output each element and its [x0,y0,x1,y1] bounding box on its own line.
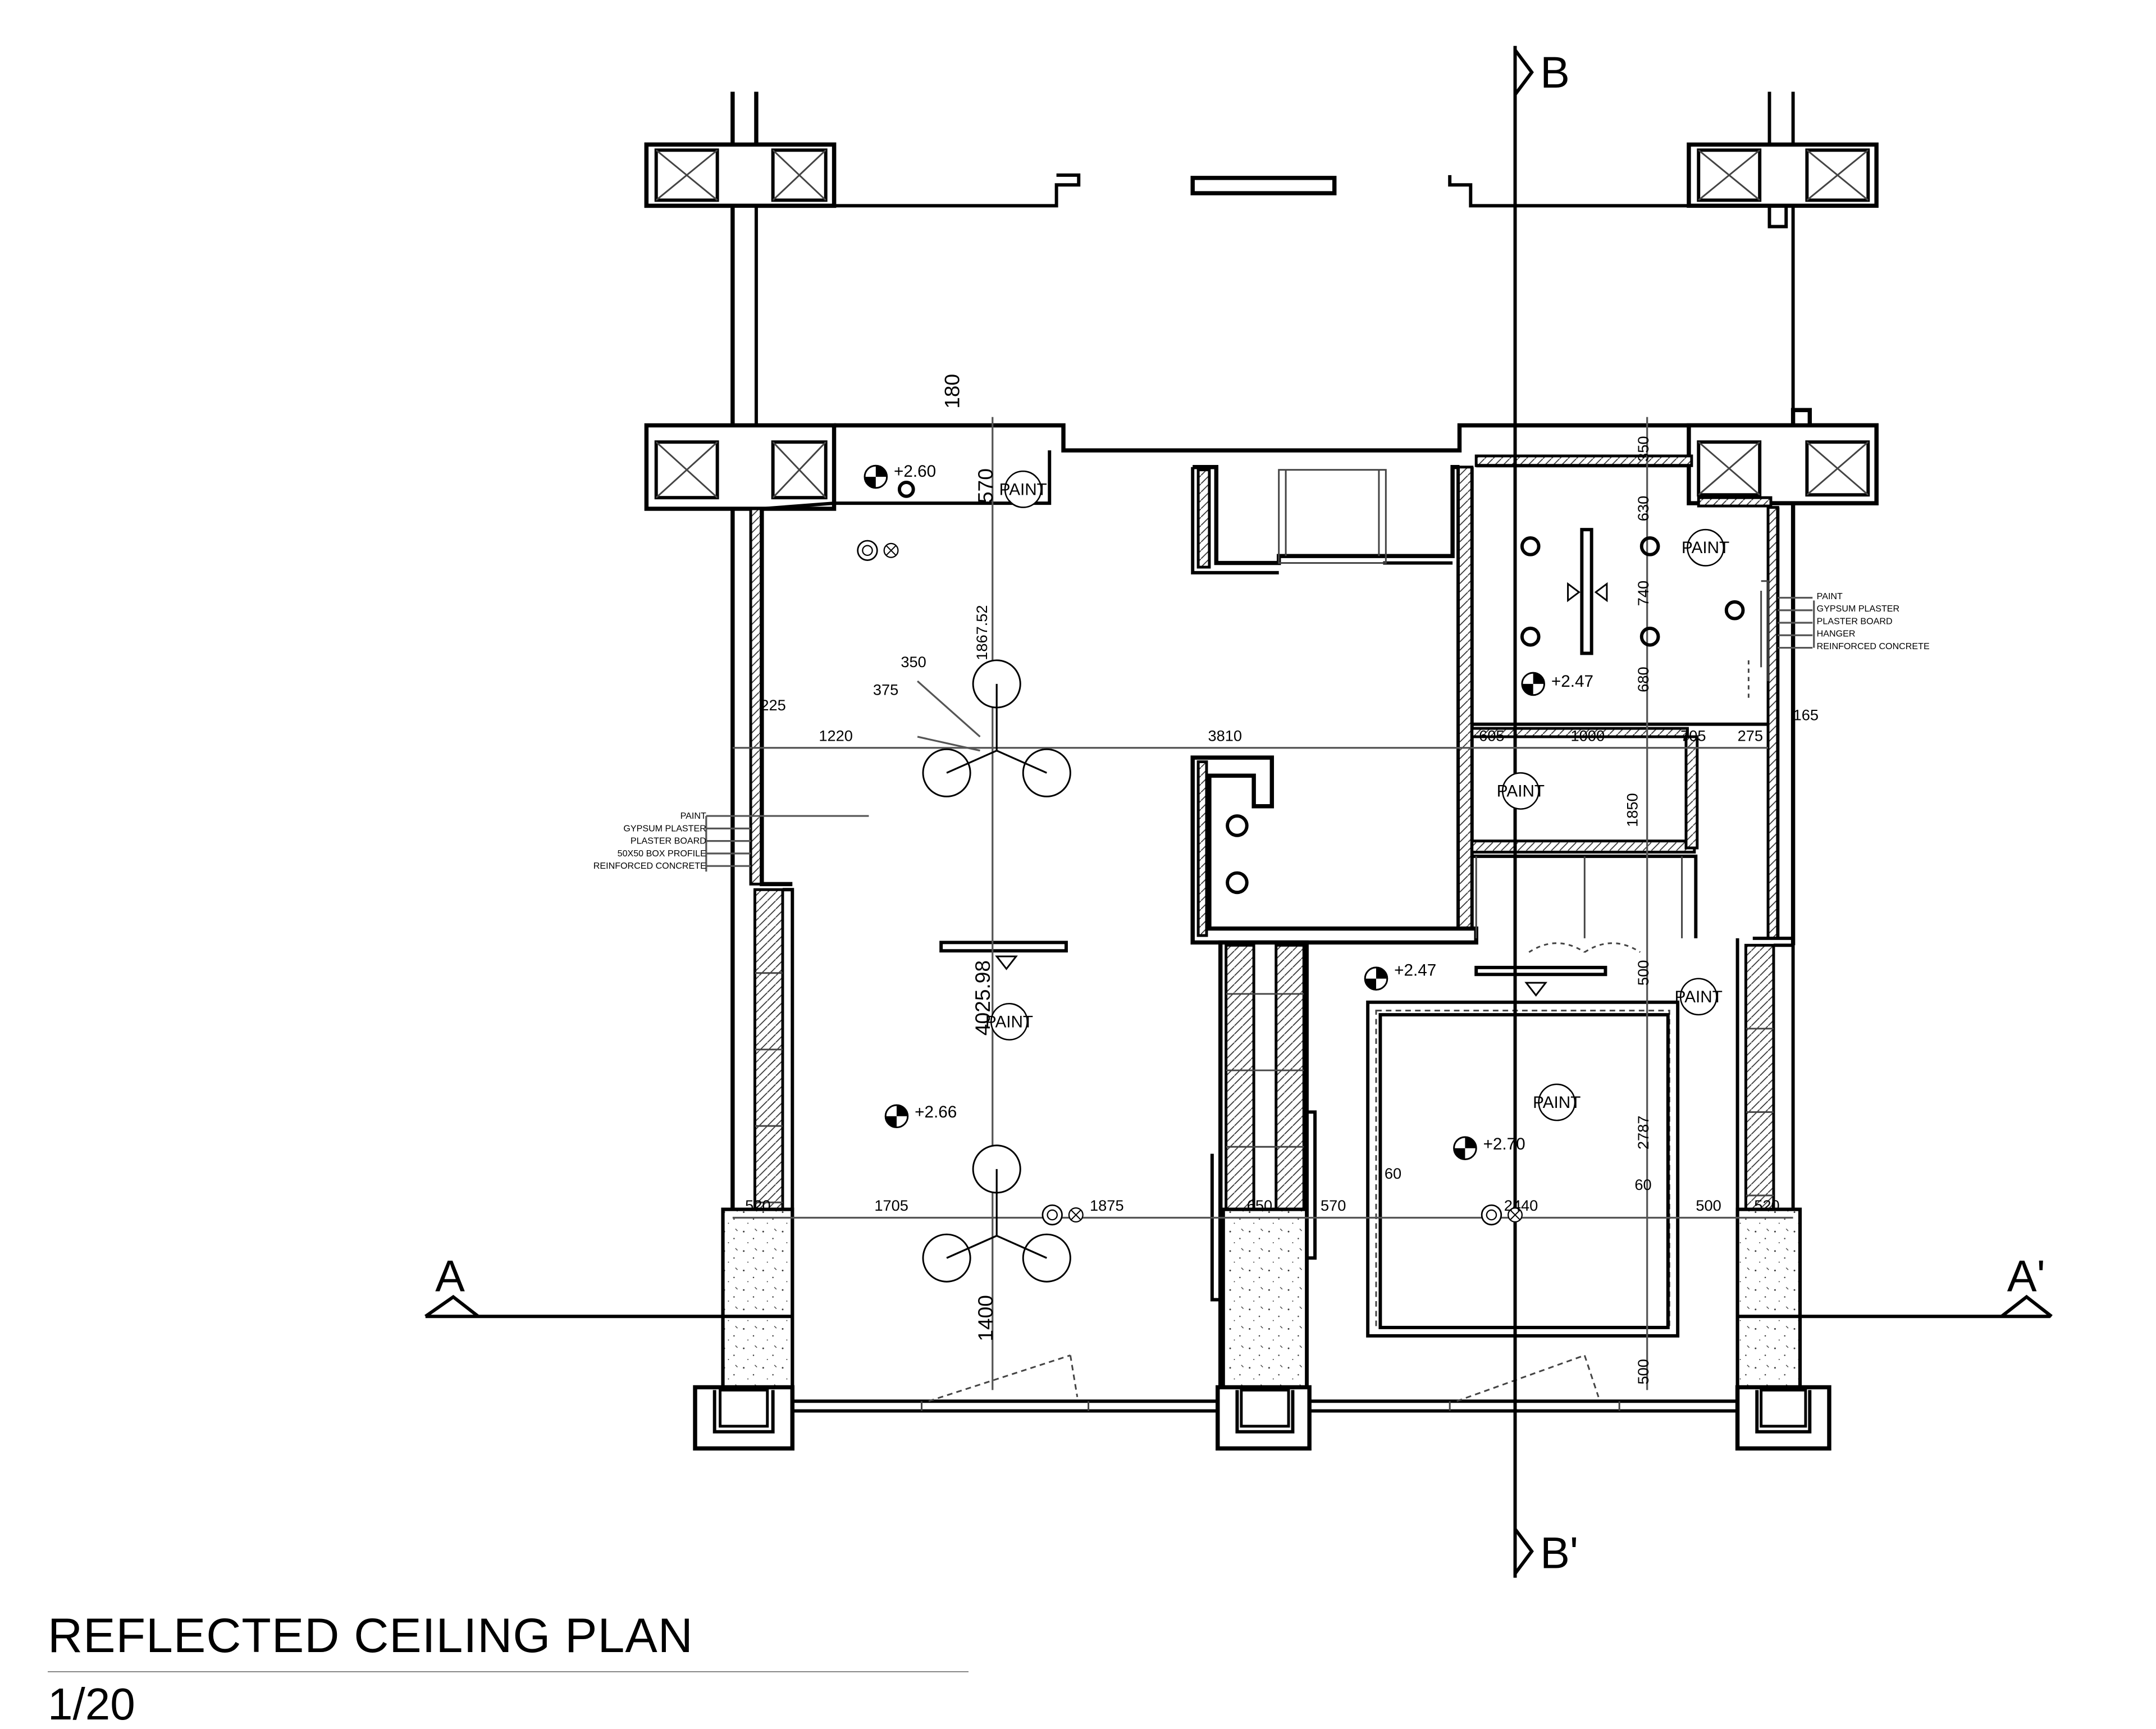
svg-text:630: 630 [1634,496,1652,521]
pendant-light-1 [922,659,1071,798]
paint-symbol-4: PAINT [985,1003,1033,1041]
paint-symbol-3: PAINT [1497,772,1545,810]
svg-text:GYPSUM PLASTER: GYPSUM PLASTER [623,823,706,833]
dimension-labels: 225 1220 3810 350 375 520 1705 1875 650 … [745,653,1819,1214]
level-marker-2: +2.47 [1521,672,1593,696]
svg-text:225: 225 [760,696,785,714]
svg-text:+2.66: +2.66 [915,1103,957,1121]
svg-text:1220: 1220 [819,727,853,744]
svg-text:PLASTER BOARD: PLASTER BOARD [1817,616,1893,626]
svg-text:680: 680 [1634,667,1652,692]
level-marker-5: +2.70 [1453,1135,1525,1160]
svg-text:1705: 1705 [874,1197,908,1214]
svg-text:+2.60: +2.60 [894,462,936,481]
vertical-dimension-labels: 180 570 1867.52 4025.98 1400 350 630 740… [940,374,1652,1385]
svg-text:PAINT: PAINT [999,480,1047,499]
svg-text:570: 570 [1321,1197,1346,1214]
svg-text:PAINT: PAINT [1675,988,1723,1006]
material-legend-left: PAINT GYPSUM PLASTER PLASTER BOARD 50X50… [593,811,706,871]
svg-text:PAINT: PAINT [680,811,706,821]
section-label-a: A [435,1251,465,1301]
svg-text:1400: 1400 [974,1295,997,1342]
svg-text:350: 350 [1634,436,1652,461]
upper-structure [644,92,1879,426]
paint-symbol-1: PAINT [999,470,1047,508]
svg-text:520: 520 [745,1197,770,1214]
svg-text:705: 705 [1680,727,1706,744]
dimension-lines [705,417,1815,1390]
paint-symbol-2: PAINT [1682,528,1729,567]
svg-text:2440: 2440 [1504,1197,1538,1214]
paint-symbol-6: PAINT [1533,1083,1581,1121]
linear-diffuser [1567,528,1608,655]
svg-text:2787: 2787 [1634,1116,1652,1150]
svg-text:570: 570 [974,468,997,503]
svg-text:60: 60 [1634,1176,1651,1193]
main-walls [644,408,1879,1390]
section-label-b-prime: B' [1540,1527,1578,1577]
svg-text:GYPSUM PLASTER: GYPSUM PLASTER [1817,604,1899,614]
bottom-columns [693,1207,1831,1451]
svg-text:500: 500 [1634,1359,1652,1384]
interior-partitions [939,465,1769,1393]
svg-text:PAINT: PAINT [1817,591,1843,601]
svg-text:PAINT: PAINT [1533,1093,1581,1112]
svg-text:500: 500 [1634,960,1652,986]
level-marker-3: +2.47 [1364,961,1436,991]
svg-text:PAINT: PAINT [1497,782,1545,800]
material-legend-right: PAINT GYPSUM PLASTER PLASTER BOARD HANGE… [1817,591,1930,651]
svg-text:1867.52: 1867.52 [973,605,990,660]
svg-text:375: 375 [873,681,898,699]
downlights [897,481,1745,895]
title-underline [48,1671,969,1672]
svg-text:1850: 1850 [1623,793,1641,827]
svg-text:1000: 1000 [1571,727,1605,744]
svg-text:+2.70: +2.70 [1483,1135,1525,1153]
svg-text:275: 275 [1738,727,1763,744]
svg-text:60: 60 [1385,1165,1401,1182]
spotlight-2 [1042,1204,1084,1226]
svg-text:50X50 BOX PROFILE: 50X50 BOX PROFILE [618,848,706,859]
level-marker-4: +2.66 [884,1103,957,1129]
svg-text:+2.47: +2.47 [1551,672,1593,691]
svg-text:+2.47: +2.47 [1394,961,1436,980]
svg-text:165: 165 [1793,706,1819,723]
section-label-b: B [1540,47,1570,97]
drawing-title: REFLECTED CEILING PLAN [48,1609,693,1663]
svg-text:350: 350 [901,653,926,670]
svg-text:740: 740 [1634,581,1652,606]
svg-text:3810: 3810 [1208,727,1242,744]
level-marker-1: +2.60 [864,462,936,489]
svg-text:520: 520 [1754,1197,1779,1214]
svg-text:180: 180 [940,374,963,409]
svg-text:HANGER: HANGER [1817,629,1856,639]
drawing-scale: 1/20 [48,1679,135,1729]
svg-text:1875: 1875 [1090,1197,1124,1214]
svg-text:REINFORCED CONCRETE: REINFORCED CONCRETE [1817,641,1930,651]
spotlight-1 [857,540,899,561]
paint-symbol-5: PAINT [1675,978,1723,1016]
svg-text:650: 650 [1247,1197,1272,1214]
svg-text:500: 500 [1696,1197,1721,1214]
svg-text:PAINT: PAINT [985,1012,1033,1031]
section-label-a-prime: A' [2007,1251,2045,1301]
svg-text:REINFORCED CONCRETE: REINFORCED CONCRETE [593,861,706,871]
svg-text:605: 605 [1479,727,1504,744]
svg-text:PAINT: PAINT [1682,539,1729,557]
svg-text:4025.98: 4025.98 [971,960,994,1035]
svg-text:PLASTER BOARD: PLASTER BOARD [631,836,706,846]
section-lines [424,45,2053,1578]
